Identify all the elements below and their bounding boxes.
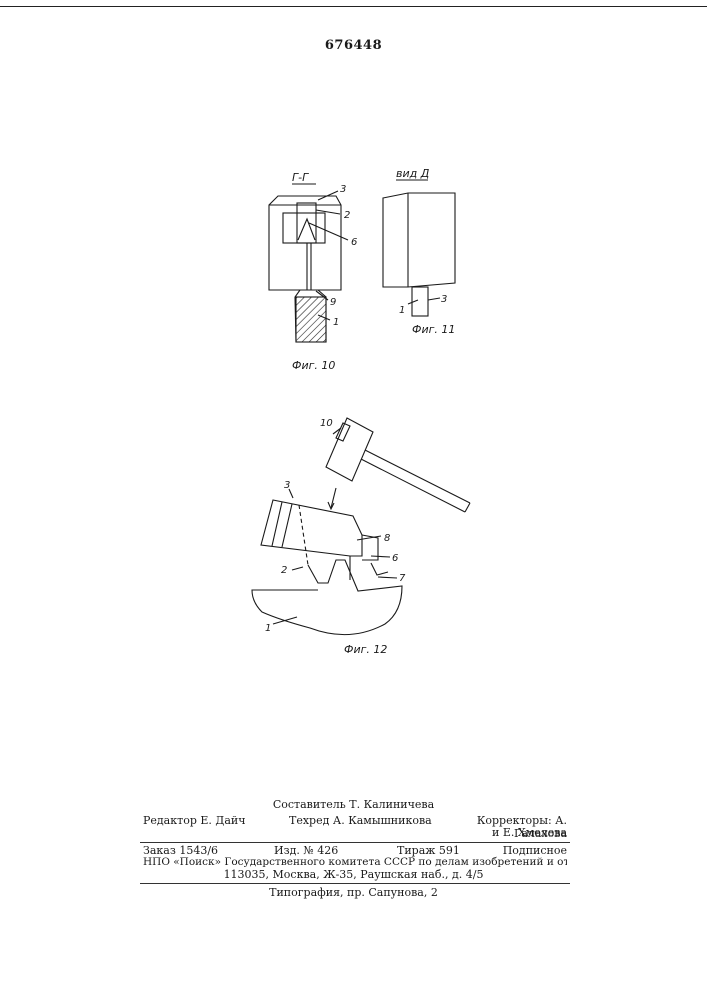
fig10-hatched-shank bbox=[296, 297, 326, 342]
figure-12: 3 10 8 6 7 2 1 Фиг. 12 bbox=[252, 418, 470, 656]
fig10-label-3: 3 bbox=[340, 184, 346, 195]
fig10-label-1: 1 bbox=[333, 317, 339, 328]
fig10-caption: Фиг. 10 bbox=[292, 359, 335, 372]
fig10-label-9: 9 bbox=[330, 297, 336, 308]
figure-10: Г-Г 3 2 6 9 1 Фиг. 10 bbox=[269, 171, 357, 372]
imprint-rule-1 bbox=[140, 842, 570, 843]
imprint-printer: Типография, пр. Сапунова, 2 bbox=[0, 886, 707, 899]
fig11-label-1: 1 bbox=[399, 305, 405, 316]
fig12-label-7: 7 bbox=[399, 573, 406, 584]
technical-drawings: Г-Г 3 2 6 9 1 Фиг. 10 вид Д 1 3 Фиг. 11 bbox=[0, 0, 707, 700]
fig11-caption: Фиг. 11 bbox=[412, 323, 455, 336]
fig12-label-10: 10 bbox=[320, 418, 333, 429]
fig11-block-outline bbox=[383, 193, 455, 287]
imprint-address: 113035, Москва, Ж-35, Раушская наб., д. … bbox=[0, 868, 707, 881]
fig12-label-3: 3 bbox=[284, 480, 290, 491]
imprint-editor: Редактор Е. Дайч bbox=[143, 814, 246, 827]
fig12-label-8: 8 bbox=[384, 533, 390, 544]
figure-11: вид Д 1 3 Фиг. 11 bbox=[383, 167, 455, 336]
fig10-label-2: 2 bbox=[344, 210, 350, 221]
imprint-rule-2 bbox=[140, 883, 570, 884]
fig11-label-3: 3 bbox=[441, 294, 447, 305]
imprint-correctors-2: и Е. Хмелева bbox=[439, 826, 567, 839]
imprint-compiler: Составитель Т. Калиничева bbox=[0, 798, 707, 811]
fig11-view-label: вид Д bbox=[396, 167, 430, 180]
fig12-label-2: 2 bbox=[281, 565, 287, 576]
imprint-techred: Техред А. Камышникова bbox=[289, 814, 432, 827]
fig12-label-6: 6 bbox=[392, 553, 398, 564]
fig10-label-6: 6 bbox=[351, 237, 357, 248]
fig12-caption: Фиг. 12 bbox=[344, 643, 387, 656]
hammer-drawing bbox=[326, 418, 470, 512]
fig10-insert-box bbox=[283, 213, 325, 243]
fig12-label-1: 1 bbox=[265, 623, 271, 634]
fig10-section-label: Г-Г bbox=[292, 171, 309, 184]
